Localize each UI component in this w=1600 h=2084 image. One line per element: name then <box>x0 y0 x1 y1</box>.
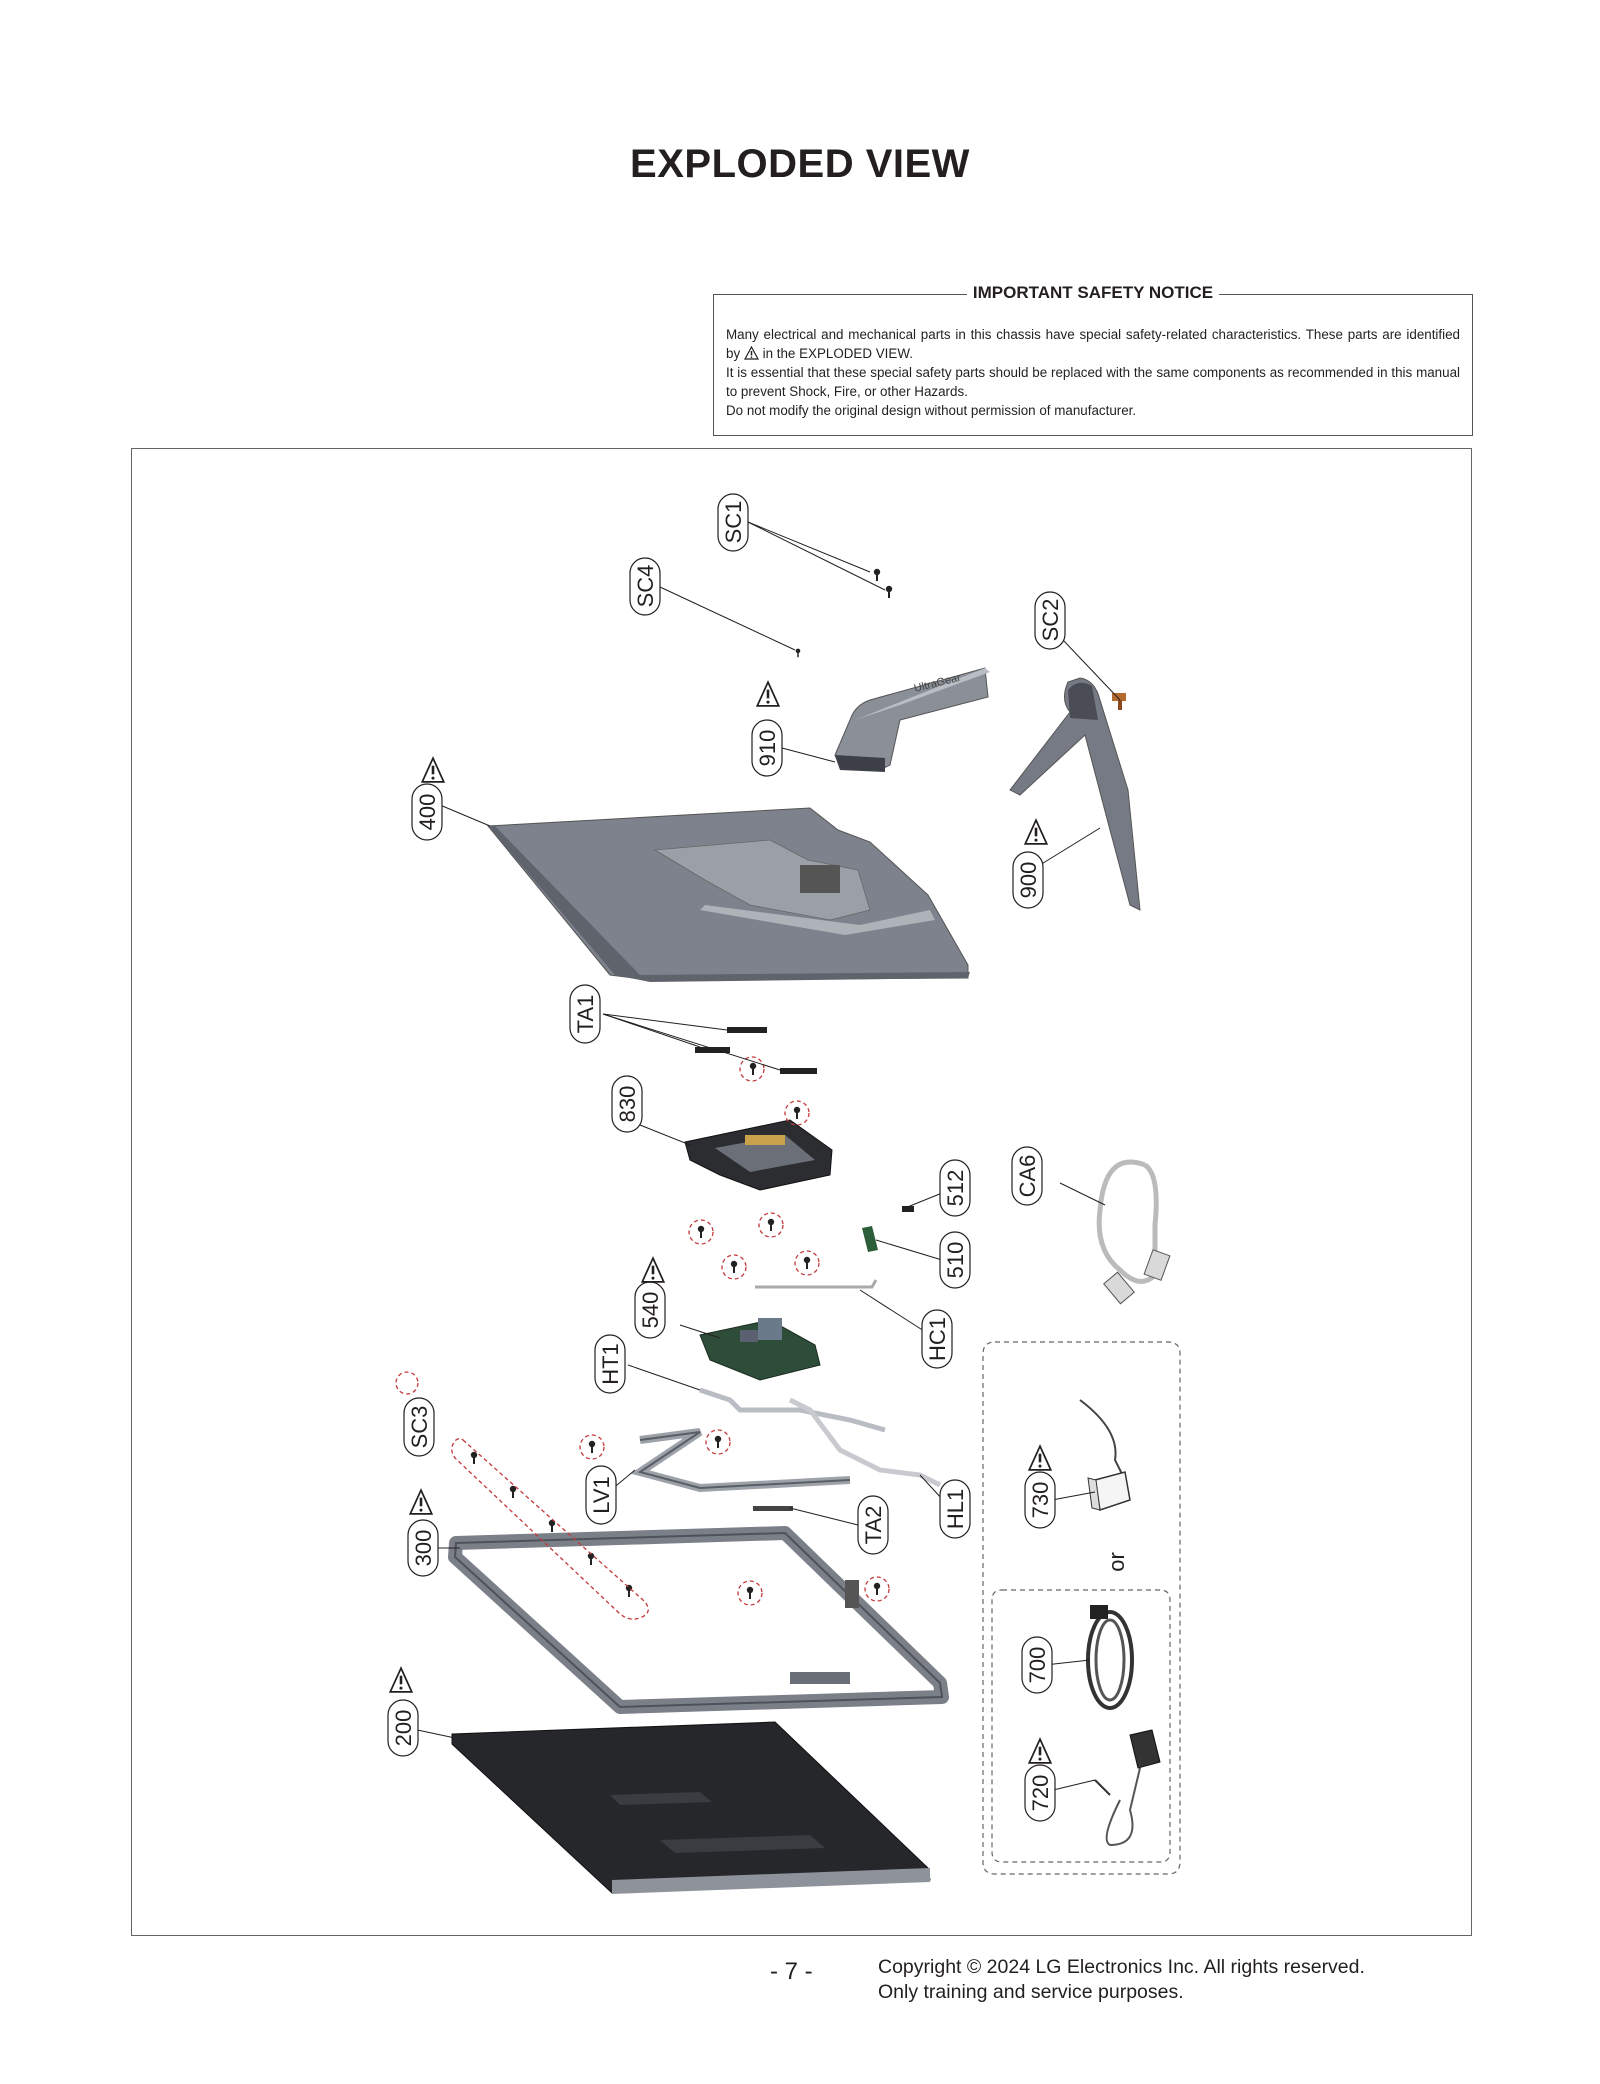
svg-text:720: 720 <box>1028 1775 1053 1812</box>
back-cover-400 <box>486 807 970 982</box>
notice-line2: It is essential that these special safet… <box>726 365 1460 399</box>
accessory-option-box <box>991 1589 1171 1863</box>
label-200: 200 <box>387 1699 419 1757</box>
svg-text:TA2: TA2 <box>861 1506 886 1545</box>
svg-text:730: 730 <box>1028 1482 1053 1519</box>
svg-text:HT1: HT1 <box>598 1343 623 1385</box>
hdmi-cable-ca6 <box>1096 1159 1171 1305</box>
safety-icon-900 <box>1023 818 1049 846</box>
label-300: 300 <box>407 1519 439 1577</box>
svg-text:SC3: SC3 <box>407 1406 432 1449</box>
label-hc1: HC1 <box>921 1309 953 1369</box>
label-ta1: TA1 <box>569 984 601 1044</box>
svg-text:HL1: HL1 <box>943 1489 968 1529</box>
label-lv1: LV1 <box>585 1465 617 1525</box>
notice-line1-tail: in the EXPLODED VIEW. <box>762 346 913 361</box>
tape-ta2 <box>753 1506 793 1511</box>
label-830: 830 <box>611 1075 643 1133</box>
safety-notice-box: IMPORTANT SAFETY NOTICE Many electrical … <box>713 283 1473 436</box>
middle-frame-300 <box>448 1526 949 1714</box>
label-900: 900 <box>1012 851 1044 909</box>
page-title: EXPLODED VIEW <box>630 142 970 186</box>
label-700: 700 <box>1021 1636 1053 1694</box>
label-ta2: TA2 <box>857 1495 889 1555</box>
svg-text:910: 910 <box>755 730 780 767</box>
label-sc1: SC1 <box>717 493 749 552</box>
safety-icon-540 <box>640 1256 666 1284</box>
cable-hl1 <box>788 1397 942 1488</box>
main-board-540 <box>699 1318 821 1381</box>
label-ca6: CA6 <box>1011 1146 1043 1206</box>
label-910: 910 <box>751 719 783 777</box>
bracket-830 <box>684 1119 833 1191</box>
lcd-module-200 <box>451 1721 931 1894</box>
label-ht1: HT1 <box>594 1334 626 1394</box>
label-720: 720 <box>1024 1764 1056 1822</box>
svg-text:HC1: HC1 <box>925 1317 950 1361</box>
svg-text:510: 510 <box>943 1242 968 1279</box>
label-hl1: HL1 <box>939 1479 971 1539</box>
lvds-cable-lv1 <box>630 1428 851 1493</box>
notice-line1: Many electrical and mechanical parts in … <box>726 327 1460 361</box>
label-sc3: SC3 <box>403 1397 435 1457</box>
label-510: 510 <box>939 1231 971 1289</box>
safety-icon-200 <box>388 1666 414 1694</box>
safety-icon-730 <box>1027 1444 1053 1472</box>
svg-text:300: 300 <box>411 1530 436 1567</box>
or-label: or <box>1104 1552 1129 1572</box>
notice-line3: Do not modify the original design withou… <box>726 403 1137 418</box>
part-labels: SC1 SC4 SC2 910 400 900 TA1 830 512 CA6 … <box>387 493 1129 1822</box>
svg-text:830: 830 <box>615 1086 640 1123</box>
part-512-510 <box>862 1206 914 1252</box>
exploded-view-frame <box>131 448 1472 1936</box>
label-sc2: SC2 <box>1034 591 1066 650</box>
power-cord-700 <box>1086 1605 1134 1710</box>
cable-ht1 <box>699 1387 886 1433</box>
label-540: 540 <box>634 1281 666 1339</box>
copyright-line2: Only training and service purposes. <box>878 1981 1184 2003</box>
svg-text:SC4: SC4 <box>633 565 658 608</box>
tapes-ta1 <box>695 1027 817 1074</box>
stand-base-900 <box>1009 677 1141 911</box>
page-number: - 7 - <box>770 1958 813 1985</box>
accessory-group-box <box>982 1341 1181 1875</box>
svg-text:540: 540 <box>638 1292 663 1329</box>
safety-icon-720 <box>1027 1737 1053 1765</box>
svg-text:CA6: CA6 <box>1015 1155 1040 1198</box>
adapter-730 <box>1079 1399 1131 1511</box>
safety-warning-icon <box>743 346 759 360</box>
svg-text:LV1: LV1 <box>589 1476 614 1514</box>
svg-text:512: 512 <box>943 1170 968 1207</box>
safety-notice-title: IMPORTANT SAFETY NOTICE <box>966 283 1220 302</box>
svg-text:700: 700 <box>1025 1647 1050 1684</box>
safety-icon-400 <box>420 756 446 784</box>
adapter-720 <box>1094 1729 1161 1847</box>
svg-text:900: 900 <box>1016 862 1041 899</box>
label-400: 400 <box>411 783 443 841</box>
safety-notice-body: Many electrical and mechanical parts in … <box>726 325 1460 420</box>
leader-lines <box>407 521 1121 1793</box>
svg-text:SC1: SC1 <box>721 501 746 544</box>
label-sc4: SC4 <box>629 557 661 616</box>
svg-text:200: 200 <box>391 1710 416 1747</box>
safety-icon-300 <box>408 1488 434 1516</box>
copyright-line1: Copyright © 2024 LG Electronics Inc. All… <box>878 1956 1365 1978</box>
svg-text:400: 400 <box>415 794 440 831</box>
label-512: 512 <box>939 1159 971 1217</box>
svg-text:SC2: SC2 <box>1038 599 1063 642</box>
cable-hc1 <box>755 1279 878 1289</box>
stand-neck-910: UltraGear <box>834 667 990 772</box>
copyright: Copyright © 2024 LG Electronics Inc. All… <box>878 1955 1365 2005</box>
label-730: 730 <box>1024 1471 1056 1529</box>
screw-highlight-circles <box>395 1056 890 1620</box>
safety-icon-910 <box>755 680 781 708</box>
svg-text:TA1: TA1 <box>573 995 598 1034</box>
